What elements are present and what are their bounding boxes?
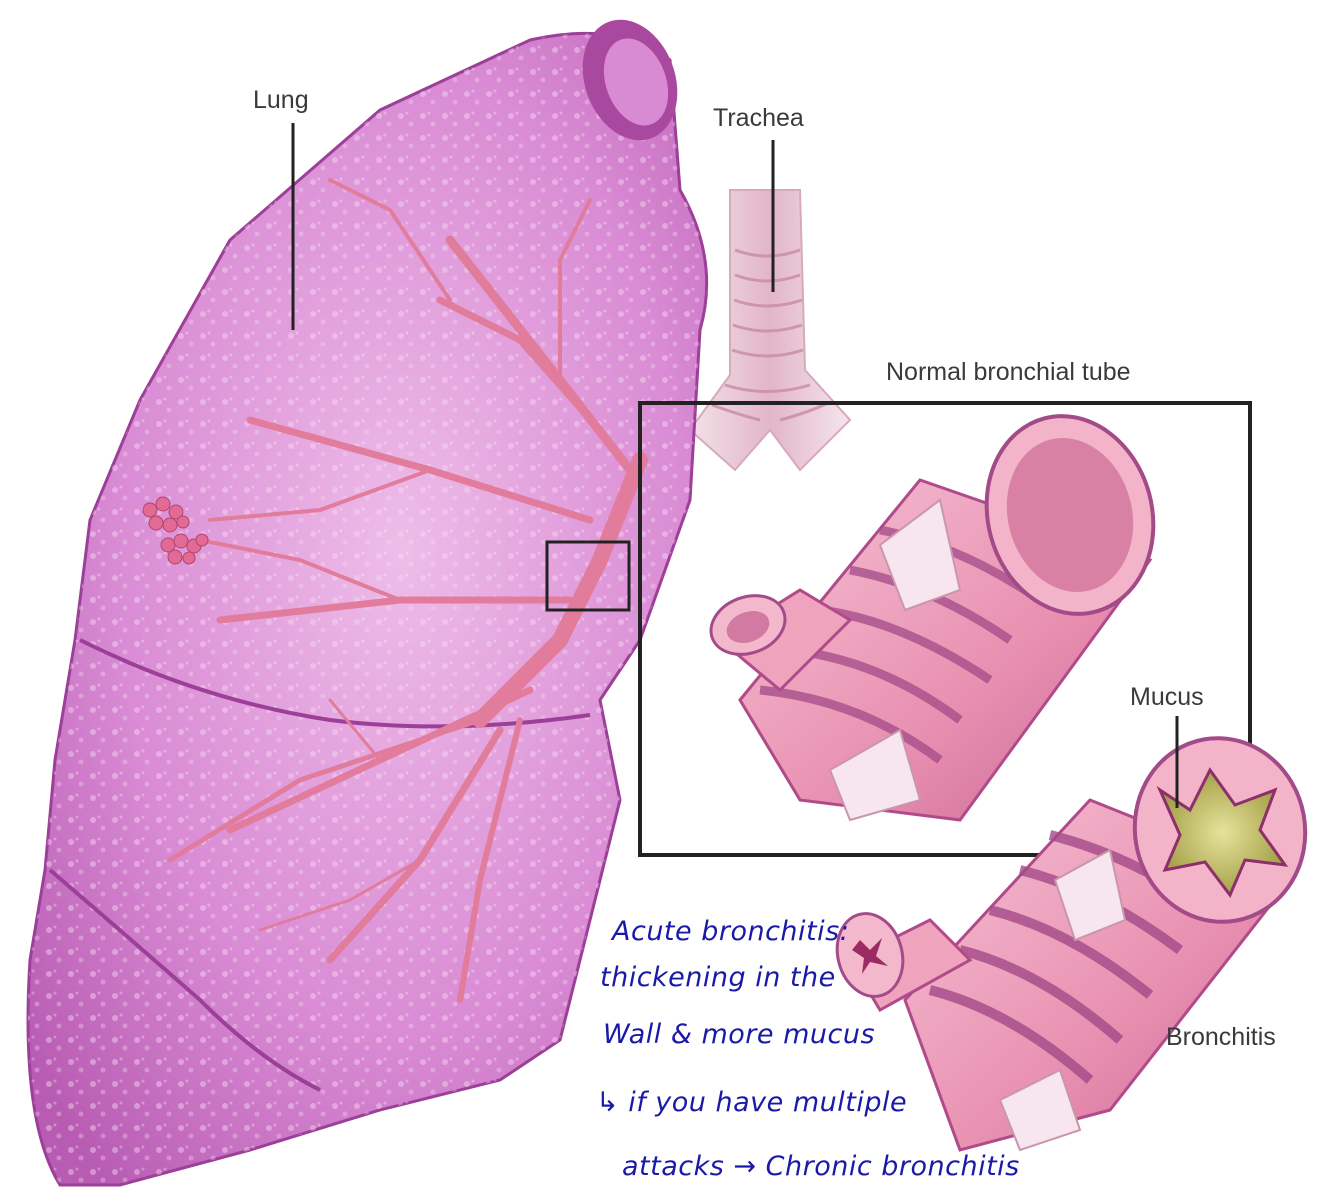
normal-bronchial-tube — [703, 397, 1175, 820]
label-bronchitis: Bronchitis — [1166, 1023, 1276, 1052]
note-line-5b: Chronic bronchitis — [766, 1151, 1020, 1182]
label-mucus: Mucus — [1130, 683, 1204, 712]
note-arrow-icon: ↳ — [596, 1087, 619, 1118]
note-line-4-text: if you have multiple — [628, 1087, 907, 1118]
label-normal-bronchial-tube: Normal bronchial tube — [886, 358, 1131, 387]
note-line-5a: attacks — [622, 1151, 724, 1182]
note-right-arrow-icon: → — [733, 1151, 756, 1182]
note-line-4: ↳ if you have multiple — [596, 1087, 907, 1118]
label-trachea: Trachea — [713, 104, 804, 133]
note-line-1: Acute bronchitis: — [612, 916, 849, 947]
note-line-3: Wall & more mucus — [603, 1019, 875, 1050]
lung — [28, 6, 707, 1185]
label-lung: Lung — [253, 86, 309, 115]
note-line-5: attacks → Chronic bronchitis — [622, 1151, 1020, 1182]
trachea — [690, 190, 850, 470]
note-line-2: thickening in the — [600, 962, 836, 993]
